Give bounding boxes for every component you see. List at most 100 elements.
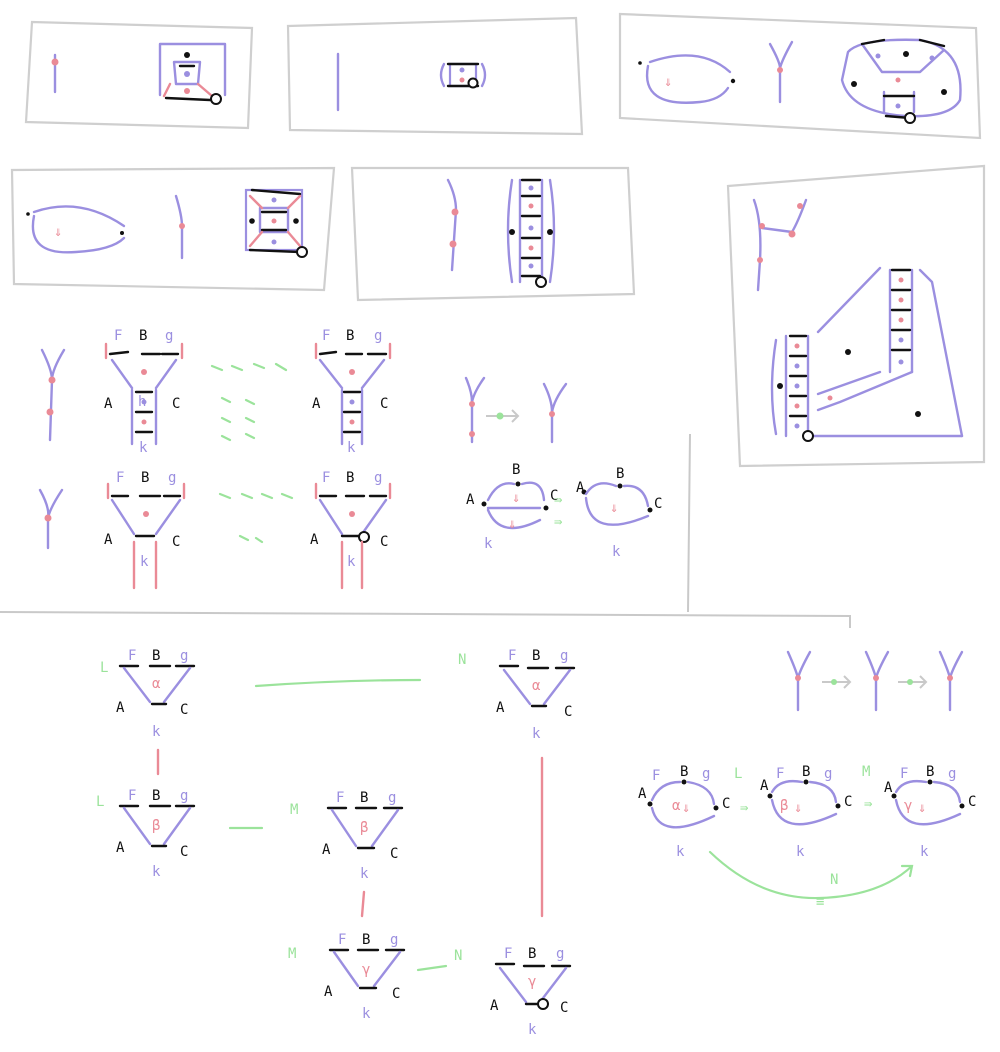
label-A: A [322, 842, 331, 858]
label-g: g [168, 470, 176, 486]
label-B: B [141, 470, 149, 486]
triangle-M-gamma: M F B g γ A C k [288, 932, 406, 1022]
label-F: F [336, 790, 344, 806]
label-B: B [346, 328, 354, 344]
label-beta: β [360, 820, 368, 836]
label-A: A [884, 780, 893, 796]
funnel-top-right: F B g A C k [312, 328, 392, 456]
label-M: M [862, 764, 870, 780]
double-arrow-down-icon: ⇓ [794, 800, 802, 816]
label-g: g [374, 470, 382, 486]
label-L: L [96, 794, 104, 810]
label-B: B [680, 764, 688, 780]
label-gamma: γ [528, 974, 536, 990]
label-g: g [560, 648, 568, 664]
label-equiv: ≡ [816, 894, 824, 910]
label-g: g [948, 766, 956, 782]
label-g: g [390, 932, 398, 948]
label-F: F [652, 768, 660, 784]
label-C: C [180, 702, 188, 718]
label-M: M [288, 946, 296, 962]
funnel-top-left: F B g A C h k [104, 328, 184, 456]
label-g: g [374, 328, 382, 344]
label-F: F [114, 328, 122, 344]
label-B: B [512, 462, 520, 478]
two-cell-gamma: A B C F g γ ⇓ k [884, 764, 976, 860]
label-F: F [116, 470, 124, 486]
label-k: k [152, 864, 161, 880]
label-g: g [165, 328, 173, 344]
funnel-bottom-right: F B g A C k [310, 470, 392, 590]
triple-arrow-icon: ⇛ [554, 514, 562, 530]
label-C: C [550, 488, 558, 504]
label-k: k [796, 844, 805, 860]
label-C: C [390, 846, 398, 862]
label-h: h [138, 394, 146, 410]
triangle-N-alpha: N F B g α A C k [458, 648, 576, 742]
label-F: F [504, 946, 512, 962]
two-cell-alpha: A B C F g α ⇓ k [638, 764, 730, 860]
label-gamma: γ [904, 798, 912, 814]
label-k: k [484, 536, 493, 552]
label-B: B [362, 932, 370, 948]
label-F: F [128, 788, 136, 804]
label-A: A [312, 396, 321, 412]
label-B: B [360, 790, 368, 806]
label-F: F [338, 932, 346, 948]
label-C: C [380, 396, 388, 412]
frame-2 [286, 16, 584, 136]
label-C: C [654, 496, 662, 512]
label-beta: β [780, 798, 788, 814]
label-A: A [490, 998, 499, 1014]
label-k: k [347, 440, 356, 456]
frame-5 [350, 166, 636, 302]
label-C: C [172, 396, 180, 412]
label-C: C [560, 1000, 568, 1016]
label-A: A [760, 778, 769, 794]
funnel-bottom-left: F B g A C k [104, 470, 186, 590]
label-k: k [362, 1006, 371, 1022]
double-arrow-down-icon: ⇓ [682, 800, 690, 816]
label-alpha: α [672, 798, 681, 814]
label-F: F [900, 766, 908, 782]
frame-6 [726, 164, 986, 468]
label-B: B [802, 764, 810, 780]
label-N: N [454, 948, 462, 964]
label-C: C [180, 844, 188, 860]
label-B: B [152, 648, 160, 664]
label-C: C [564, 704, 572, 720]
label-F: F [322, 328, 330, 344]
label-A: A [104, 396, 113, 412]
frame-3: ⇓ [618, 12, 982, 140]
label-g: g [824, 766, 832, 782]
label-A: A [104, 532, 113, 548]
label-k: k [140, 554, 149, 570]
label-g: g [388, 790, 396, 806]
label-C: C [722, 796, 730, 812]
label-beta: β [152, 818, 160, 834]
label-alpha: α [532, 678, 541, 694]
label-N: N [458, 652, 466, 668]
triangle-L-alpha: L F B g α A C k [100, 648, 196, 740]
double-arrow-down-icon: ⇓ [54, 224, 62, 240]
label-A: A [116, 700, 125, 716]
triple-arrow-icon: ⇛ [740, 800, 748, 816]
frame-1 [24, 20, 254, 130]
two-cell-beta: A B C F g β ⇓ k [760, 764, 852, 860]
label-k: k [676, 844, 685, 860]
label-alpha: α [152, 676, 161, 692]
label-A: A [310, 532, 319, 548]
label-gamma: γ [362, 962, 370, 978]
label-F: F [508, 648, 516, 664]
label-L: L [100, 660, 108, 676]
label-k: k [347, 554, 356, 570]
label-A: A [576, 480, 585, 496]
double-arrow-down-icon: ⇓ [512, 490, 520, 506]
label-g: g [556, 946, 564, 962]
label-g: g [180, 788, 188, 804]
triangle-N-gamma: F B g γ A C k [490, 946, 572, 1038]
label-F: F [776, 766, 784, 782]
double-arrow-down-icon: ⇓ [610, 500, 618, 516]
triangle-M-beta: M F B g β A C k [290, 790, 404, 882]
triple-arrow-icon: ⇛ [554, 492, 562, 508]
